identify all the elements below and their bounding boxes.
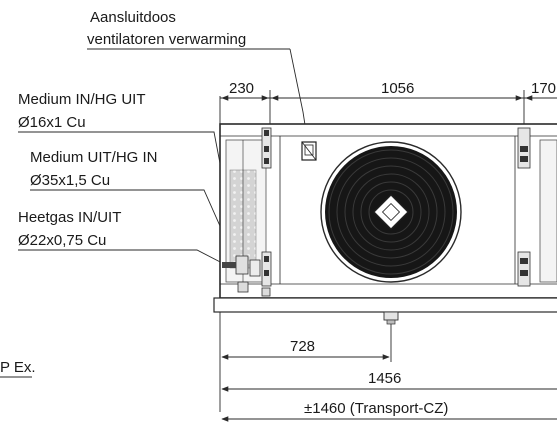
hotgas-leader <box>180 249 229 267</box>
right-header-pipes <box>517 127 557 287</box>
dim-label-1056: 1056 <box>381 80 414 97</box>
dim-label-728: 728 <box>290 338 315 355</box>
medium-in-spec: Ø16x1 Cu <box>18 114 86 131</box>
hotgas-spec: Ø22x0,75 Cu <box>18 232 106 249</box>
drip-tray <box>213 297 557 313</box>
junction-box-icon <box>301 141 317 161</box>
medium-in-label: Medium IN/HG UIT <box>18 91 146 108</box>
dim-label-230: 230 <box>229 80 254 97</box>
junction-box-sublabel: ventilatoren verwarming <box>87 31 246 48</box>
fan-icon <box>320 141 462 283</box>
hotgas-label: Heetgas IN/UIT <box>18 209 121 226</box>
dim-label-1456: 1456 <box>368 370 401 387</box>
left-edge-fragment: P Ex. <box>0 359 36 376</box>
dim-label-170: 170 <box>531 80 556 97</box>
medium-out-label: Medium UIT/HG IN <box>30 149 158 166</box>
dim-label-1460: ±1460 (Transport-CZ) <box>304 400 448 417</box>
junction-box-label: Aansluitdoos <box>90 9 176 26</box>
header-pipes <box>222 127 272 297</box>
medium-out-spec: Ø35x1,5 Cu <box>30 172 110 189</box>
drain-outlet <box>383 311 399 325</box>
